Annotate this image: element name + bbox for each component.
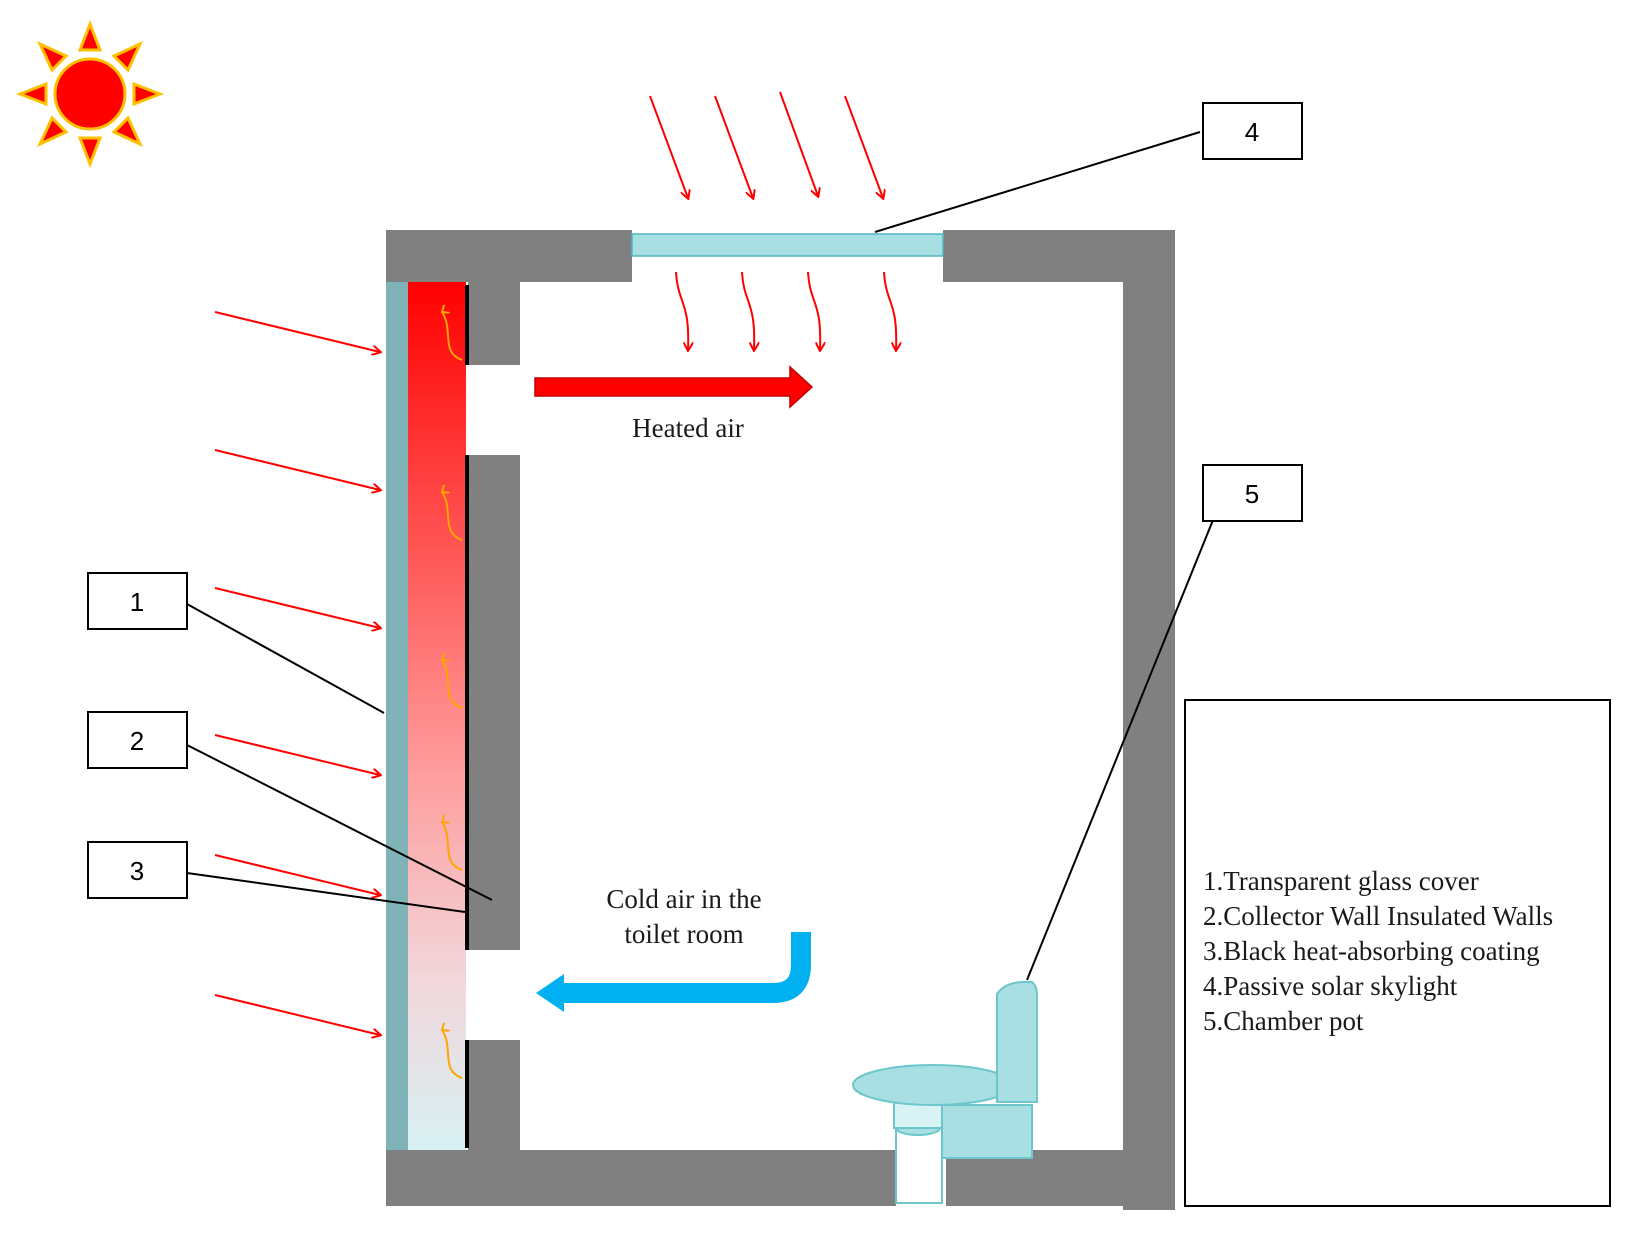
callout-1: 1 <box>87 572 188 630</box>
roof-wall-left <box>386 230 632 282</box>
heated-air-arrow <box>534 365 814 409</box>
callout-3: 3 <box>87 841 188 899</box>
floor-wall-right <box>946 1150 1175 1206</box>
callout-5: 5 <box>1202 464 1303 522</box>
legend-item-1: 1.Transparent glass cover <box>1203 866 1479 896</box>
legend-item-5: 5.Chamber pot <box>1203 1006 1364 1036</box>
callout-4: 4 <box>1202 102 1303 160</box>
legend-item-3: 3.Black heat-absorbing coating <box>1203 936 1540 966</box>
cold-air-label-line1: Cold air in the <box>606 884 761 914</box>
solar-rays-wall <box>214 311 380 1035</box>
callout-leader-lines <box>186 131 1214 981</box>
collector-wall-middle <box>468 455 520 950</box>
collector-wall-upper <box>468 282 520 365</box>
right-wall <box>1123 230 1175 1210</box>
air-channel <box>408 282 466 1150</box>
passive-solar-skylight <box>631 233 944 257</box>
building-walls <box>386 230 1175 1210</box>
sun-icon <box>15 19 165 169</box>
legend-box: 1.Transparent glass cover 2.Collector Wa… <box>1184 699 1611 1207</box>
legend-item-4: 4.Passive solar skylight <box>1203 971 1458 1001</box>
cold-air-arrow <box>536 932 811 1012</box>
heated-air-label: Heated air <box>632 413 744 443</box>
svg-text:1: 1 <box>130 587 144 617</box>
collector-wall-lower <box>468 1040 520 1150</box>
cold-air-label-line2: toilet room <box>624 919 743 949</box>
svg-text:3: 3 <box>130 856 144 886</box>
chamber-pot-icon <box>852 981 1038 1204</box>
floor-wall-left <box>386 1150 896 1206</box>
floor-corner <box>386 1150 468 1206</box>
svg-text:4: 4 <box>1245 117 1259 147</box>
callout-2: 2 <box>87 711 188 769</box>
transparent-glass-cover <box>386 282 408 1150</box>
svg-text:5: 5 <box>1245 479 1259 509</box>
diffused-light-rays <box>675 271 896 350</box>
solar-rays-roof <box>649 91 883 198</box>
svg-text:2: 2 <box>130 726 144 756</box>
convection-arrows <box>442 312 463 1079</box>
legend-item-2: 2.Collector Wall Insulated Walls <box>1203 901 1553 931</box>
